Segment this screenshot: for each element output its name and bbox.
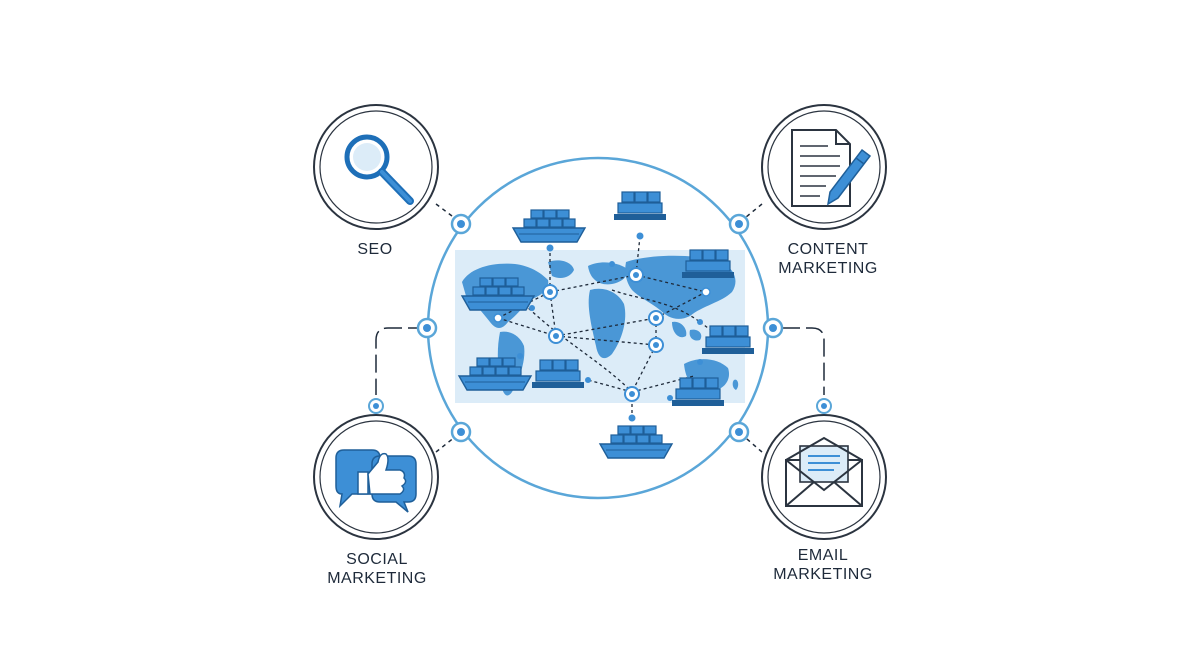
content-label-line1: CONTENT xyxy=(787,241,869,258)
envelope-letter-icon xyxy=(785,436,863,507)
seo-label-line1: SEO xyxy=(357,241,393,258)
connector-content xyxy=(728,203,763,235)
email-marketing-label: EMAIL MARKETING xyxy=(723,546,923,584)
email-node xyxy=(761,414,887,540)
document-pen-icon xyxy=(791,129,872,207)
social-node xyxy=(313,414,439,540)
seo-node xyxy=(313,104,439,230)
magnifying-glass-icon xyxy=(344,134,414,205)
social-label-line2: MARKETING xyxy=(327,570,427,587)
connector-email xyxy=(728,317,832,453)
thumbs-up-chat-icon xyxy=(335,449,417,513)
email-label-line2: MARKETING xyxy=(773,566,873,583)
connector-social xyxy=(368,317,472,453)
social-marketing-label: SOCIAL MARKETING xyxy=(277,550,477,588)
content-node xyxy=(761,104,887,230)
email-label-line1: EMAIL xyxy=(797,547,849,564)
connector-seo xyxy=(435,203,472,235)
content-marketing-label: CONTENT MARKETING xyxy=(728,240,928,278)
social-label-line1: SOCIAL xyxy=(346,551,408,568)
seo-label: SEO xyxy=(275,240,475,259)
content-label-line2: MARKETING xyxy=(778,260,878,277)
world-map-shipping-icon xyxy=(455,191,755,459)
